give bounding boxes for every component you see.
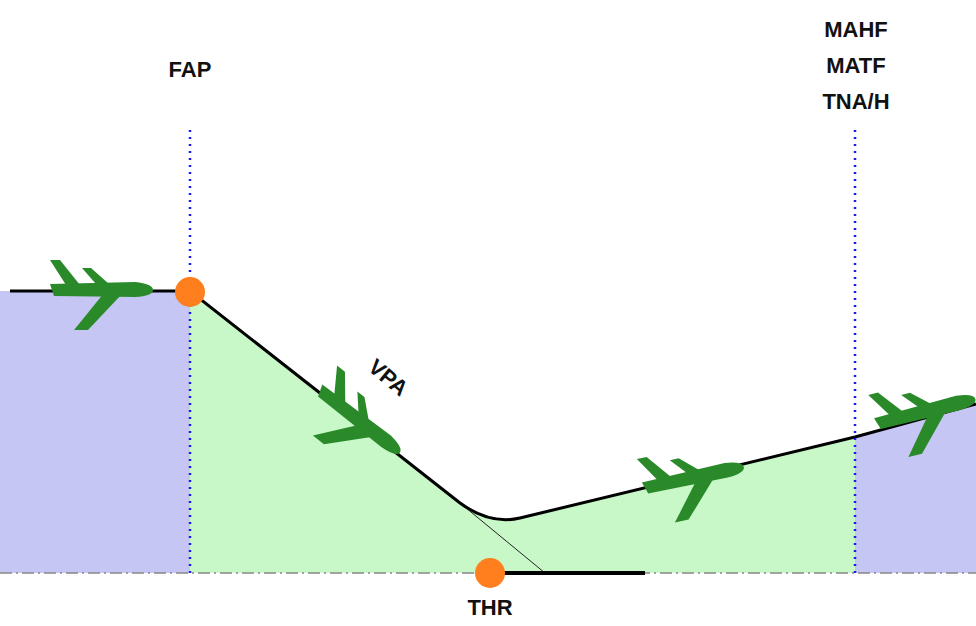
fap-point <box>175 277 205 307</box>
runway <box>490 571 645 575</box>
mahf-marker <box>854 130 857 573</box>
fix-label: MATF <box>826 54 885 78</box>
flight-path <box>10 291 976 520</box>
threshold-point <box>475 558 505 588</box>
missed-approach-area <box>855 404 976 573</box>
initial-segment-area <box>0 291 190 573</box>
altitude-label: TNA/H <box>822 90 889 114</box>
fix-label: MAHF <box>824 18 888 42</box>
angle-label: VPA <box>364 355 413 402</box>
fap-marker <box>189 130 192 573</box>
final-segment-area <box>190 291 855 573</box>
threshold-label: THR <box>467 596 512 620</box>
fix-label: FAP <box>169 58 212 82</box>
aircraft-icons <box>50 260 976 528</box>
